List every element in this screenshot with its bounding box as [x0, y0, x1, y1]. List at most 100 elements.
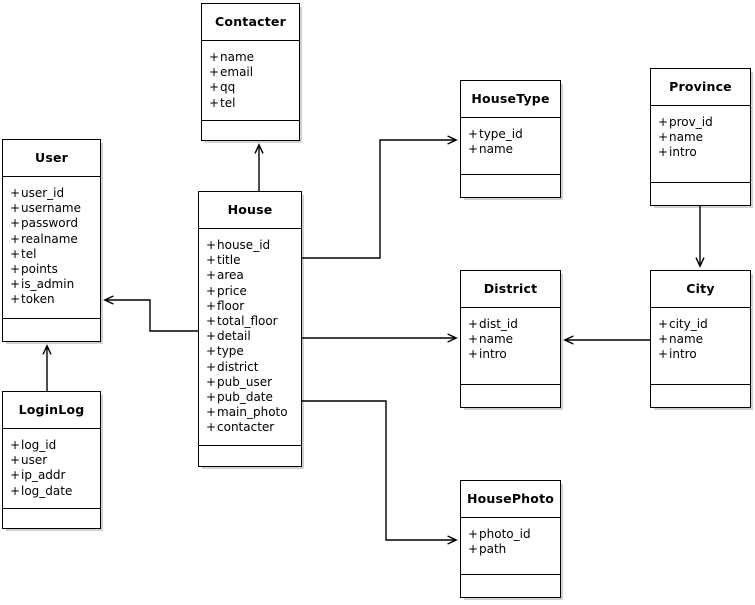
class-name-city: City [651, 271, 750, 308]
attribute-row: +title [206, 253, 301, 268]
visibility-public-icon: + [10, 453, 21, 468]
visibility-public-icon: + [10, 438, 21, 452]
attribute-row: +user [10, 453, 100, 468]
attribute-label: password [21, 216, 78, 231]
attribute-label: pub_date [217, 390, 273, 405]
attribute-row: +path [468, 542, 560, 557]
attribute-label: contacter [217, 420, 275, 435]
class-box-housetype[interactable]: HouseType +type_id+name [460, 80, 561, 198]
visibility-public-icon: + [10, 231, 21, 246]
attribute-row: +tel [209, 96, 299, 111]
attribute-row: +username [10, 201, 100, 216]
attribute-row: +is_admin [10, 277, 100, 292]
attribute-label: prov_id [669, 115, 713, 129]
attribute-row: +main_photo [206, 405, 301, 420]
attribute-row: +user_id [10, 186, 100, 201]
attribute-label: house_id [217, 238, 271, 252]
attribute-label: title [217, 253, 241, 268]
class-attributes-housetype: +type_id+name [461, 118, 560, 175]
visibility-public-icon: + [10, 246, 21, 261]
class-name-housetype: HouseType [461, 81, 560, 118]
attribute-label: user [21, 453, 48, 468]
class-operations-house [199, 446, 301, 468]
class-name-contacter: Contacter [202, 4, 299, 41]
attribute-row: +photo_id [468, 527, 560, 542]
class-box-user[interactable]: User +user_id+username+password+realname… [2, 139, 101, 342]
visibility-public-icon: + [658, 317, 669, 331]
attribute-row: +name [658, 332, 750, 347]
class-name-house: House [199, 192, 301, 229]
attribute-label: name [220, 50, 255, 64]
class-operations-district [461, 385, 560, 407]
visibility-public-icon: + [468, 142, 479, 157]
visibility-public-icon: + [10, 468, 21, 483]
attribute-label: main_photo [217, 405, 288, 420]
visibility-public-icon: + [206, 359, 217, 374]
visibility-public-icon: + [206, 283, 217, 298]
attribute-row: +intro [658, 347, 750, 362]
visibility-public-icon: + [468, 127, 479, 141]
class-box-contacter[interactable]: Contacter +name+email+qq+tel [201, 3, 300, 141]
attribute-row: +email [209, 65, 299, 80]
visibility-public-icon: + [10, 277, 21, 292]
visibility-public-icon: + [206, 298, 217, 313]
attribute-label: district [217, 359, 259, 374]
attribute-row: +dist_id [468, 317, 560, 332]
visibility-public-icon: + [10, 201, 21, 216]
attribute-label: tel [21, 246, 37, 261]
class-attributes-city: +city_id+name+intro [651, 308, 750, 385]
class-box-district[interactable]: District +dist_id+name+intro [460, 270, 561, 408]
attribute-label: detail [217, 329, 251, 344]
attribute-row: +pub_date [206, 390, 301, 405]
class-attributes-user: +user_id+username+password+realname+tel+… [3, 177, 100, 319]
attribute-row: +name [468, 142, 560, 157]
attribute-label: intro [669, 145, 697, 160]
class-attributes-house: +house_id+title+area+price+floor+total_f… [199, 229, 301, 446]
attribute-row: +realname [10, 232, 100, 247]
class-operations-contacter [202, 121, 299, 143]
attribute-label: name [479, 332, 514, 347]
attribute-label: path [479, 542, 507, 557]
attribute-label: total_floor [217, 314, 278, 329]
class-name-user: User [3, 140, 100, 177]
class-attributes-loginlog: +log_id+user+ip_addr+log_date [3, 429, 100, 509]
visibility-public-icon: + [468, 317, 479, 331]
visibility-public-icon: + [468, 347, 479, 362]
visibility-public-icon: + [658, 145, 669, 160]
attribute-row: +log_id [10, 438, 100, 453]
visibility-public-icon: + [206, 374, 217, 389]
visibility-public-icon: + [10, 483, 21, 498]
visibility-public-icon: + [468, 527, 479, 541]
attribute-row: +name [658, 130, 750, 145]
class-box-housephoto[interactable]: HousePhoto +photo_id+path [460, 480, 561, 598]
class-name-district: District [461, 271, 560, 308]
visibility-public-icon: + [658, 115, 669, 129]
visibility-public-icon: + [206, 314, 217, 329]
attribute-row: +area [206, 268, 301, 283]
attribute-row: +house_id [206, 238, 301, 253]
visibility-public-icon: + [206, 268, 217, 283]
attribute-label: dist_id [479, 317, 518, 331]
visibility-public-icon: + [209, 95, 220, 110]
class-box-house[interactable]: House +house_id+title+area+price+floor+t… [198, 191, 302, 467]
attribute-label: name [669, 332, 704, 347]
visibility-public-icon: + [206, 329, 217, 344]
attribute-label: log_date [21, 483, 73, 498]
visibility-public-icon: + [209, 80, 220, 95]
class-operations-loginlog [3, 509, 100, 531]
class-box-loginlog[interactable]: LoginLog +log_id+user+ip_addr+log_date [2, 391, 101, 529]
attribute-row: +type_id [468, 127, 560, 142]
attribute-row: +floor [206, 299, 301, 314]
class-box-province[interactable]: Province +prov_id+name+intro [650, 68, 751, 206]
attribute-row: +total_floor [206, 314, 301, 329]
visibility-public-icon: + [468, 332, 479, 347]
class-box-city[interactable]: City +city_id+name+intro [650, 270, 751, 408]
class-operations-city [651, 385, 750, 407]
attribute-row: +type [206, 344, 301, 359]
attribute-label: tel [220, 95, 236, 110]
attribute-label: email [220, 65, 254, 80]
attribute-label: qq [220, 80, 236, 95]
attribute-label: pub_user [217, 374, 273, 389]
attribute-label: log_id [21, 438, 57, 452]
